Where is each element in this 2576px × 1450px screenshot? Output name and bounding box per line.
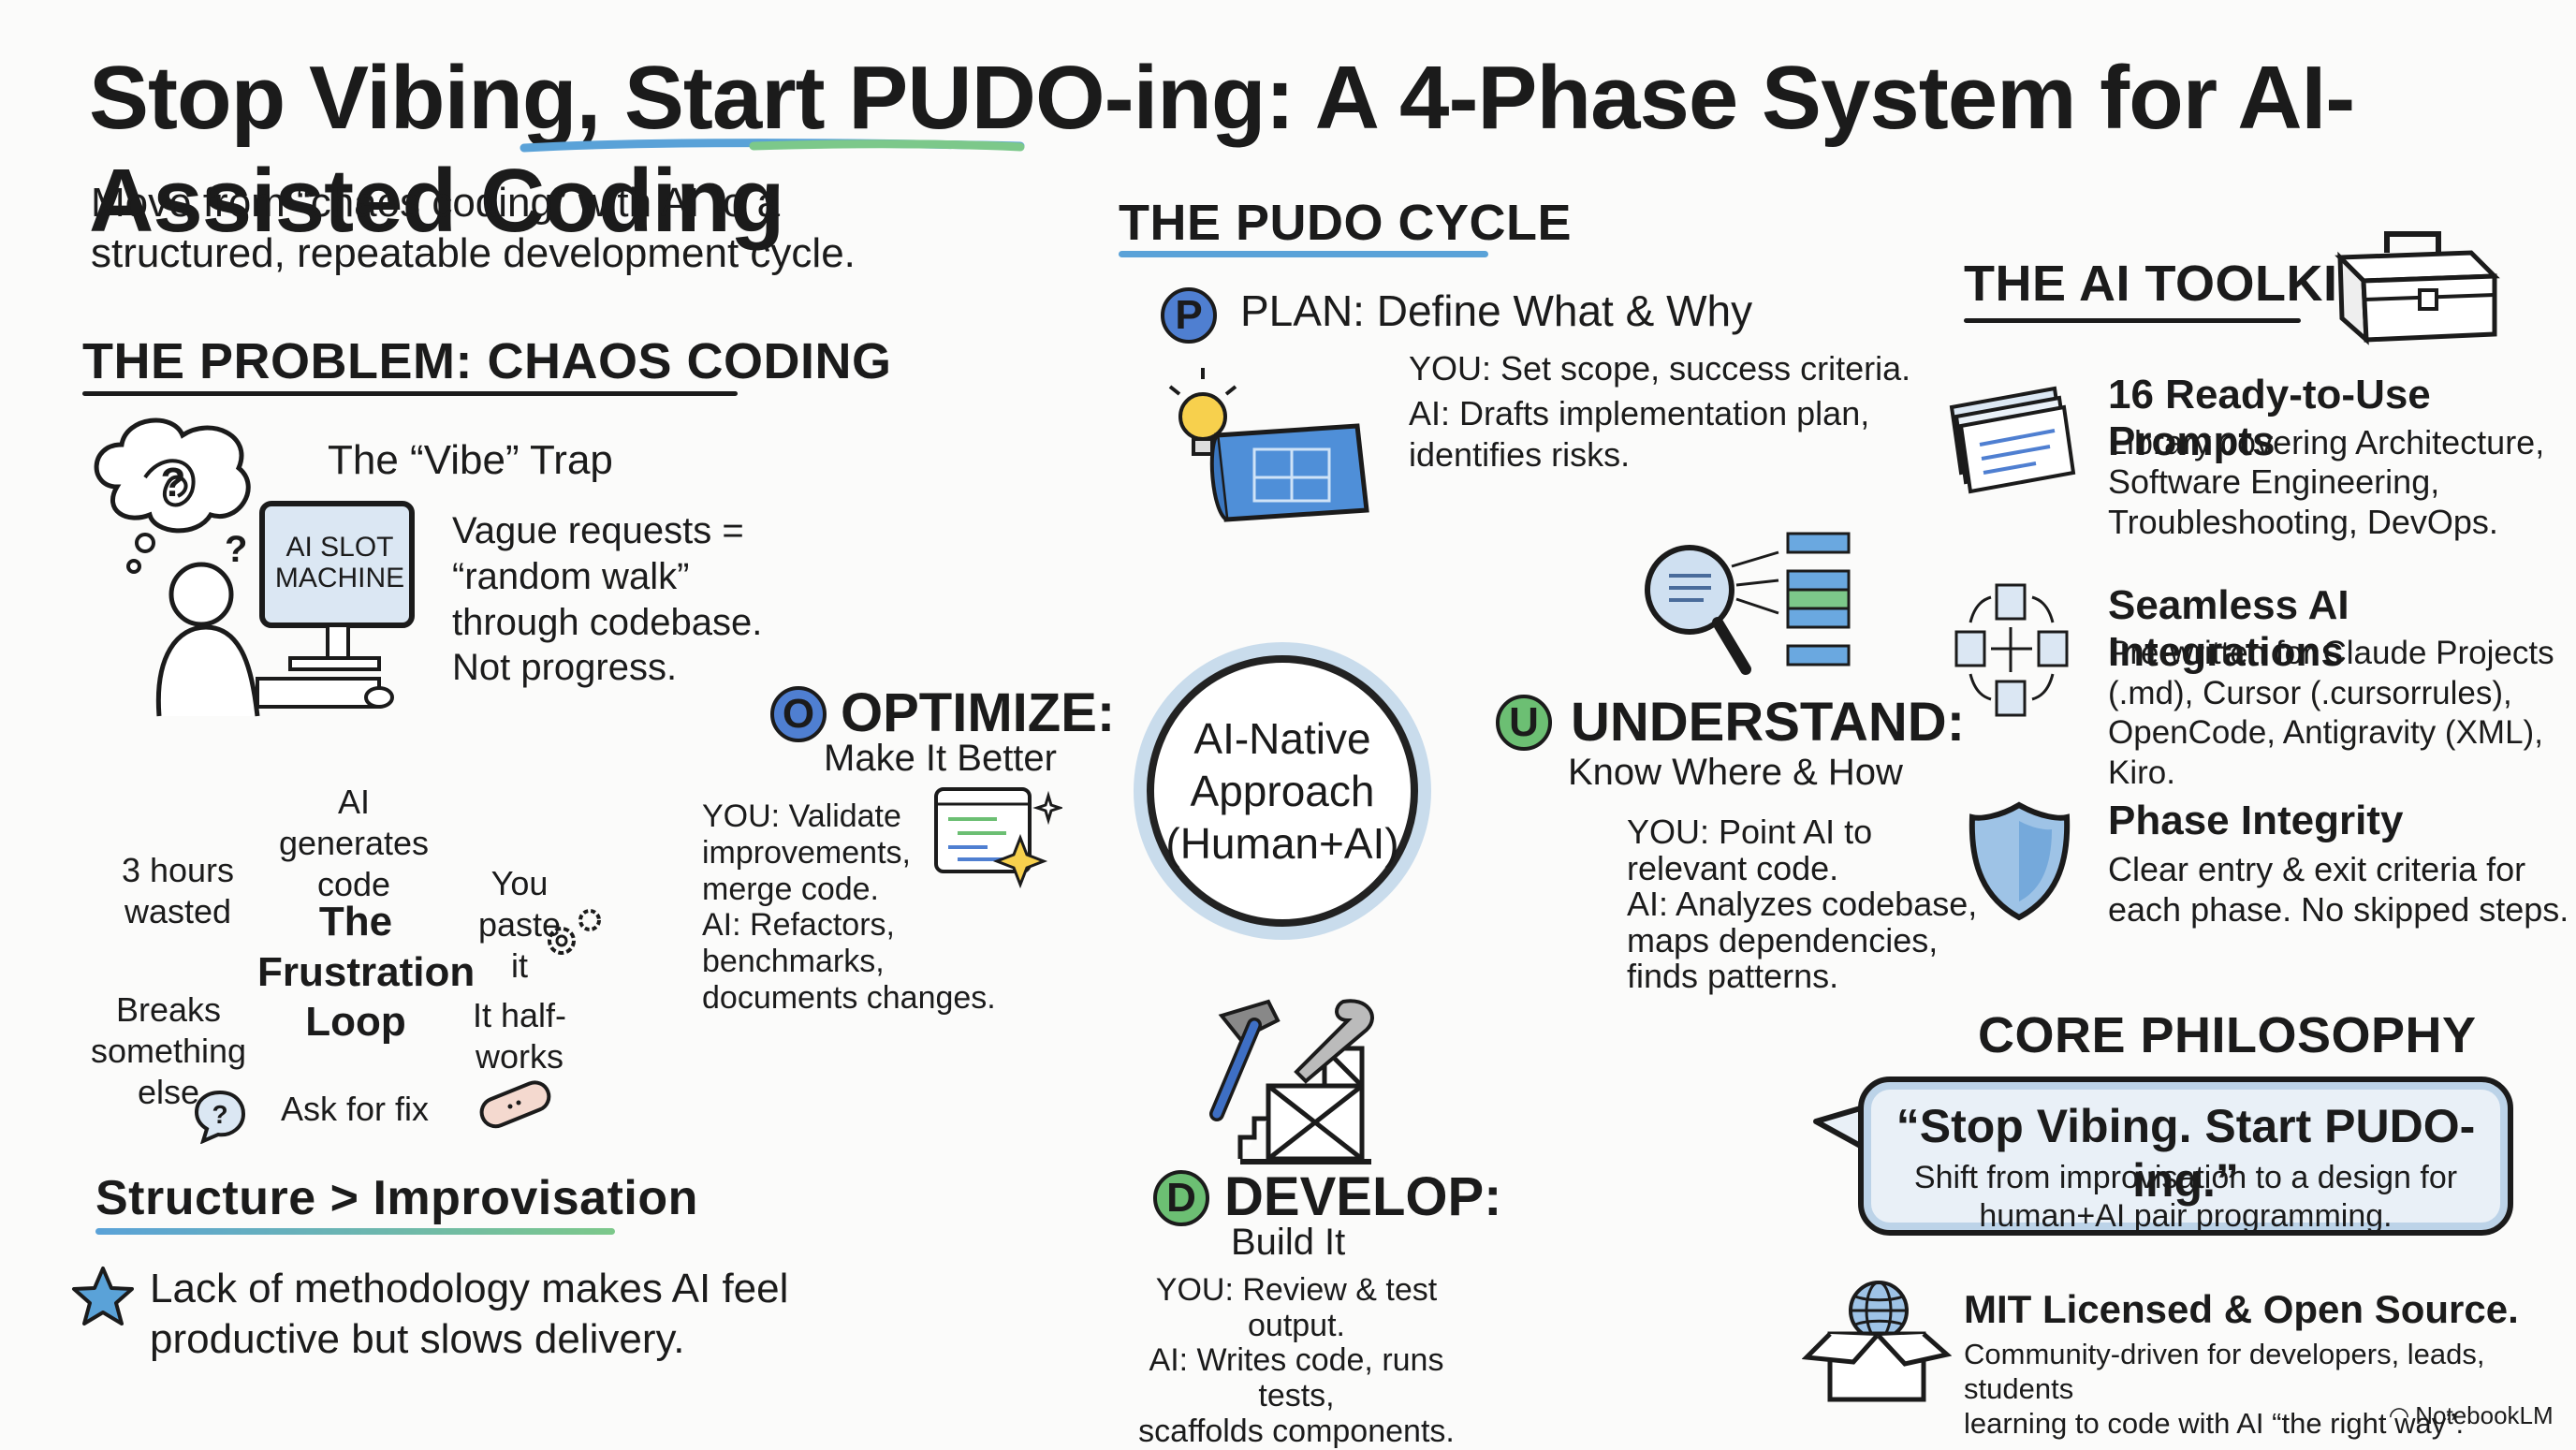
toolkit-prompts-text: Library covering Architecture, Software … — [2108, 423, 2545, 541]
bandage-icon — [479, 1080, 551, 1129]
optimize-subtitle: Make It Better — [824, 738, 1057, 779]
loop-step-ask-fix: Ask for fix — [281, 1090, 430, 1128]
toolkit-integrations-text: Pre-written for Claude Projects (.md), C… — [2108, 635, 2554, 792]
philosophy-quote: “Stop Vibing. Start PUDO-ing.” — [1895, 1100, 2476, 1207]
cycle-heading: THE PUDO CYCLE — [1119, 195, 1573, 251]
vibe-trap-text: Vague requests = “random walk” through c… — [452, 510, 763, 689]
problem-heading-underline — [82, 391, 738, 396]
license-text: Community-driven for developers, leads, … — [1964, 1338, 2485, 1441]
structure-heading-a: Structure — [95, 1171, 316, 1225]
sparkling-document-icon — [934, 787, 1062, 889]
optimize-title: OPTIMIZE: — [841, 682, 1116, 743]
toolbox-icon — [2334, 231, 2500, 345]
center-approach-label: AI-Native Approach (Human+AI) — [1165, 713, 1399, 869]
understand-badge: U — [1496, 695, 1552, 751]
page-title: Stop Vibing, Start PUDO-ing: A 4-Phase S… — [89, 48, 2355, 251]
gears-icon — [548, 909, 601, 955]
intro-text: Move from “chaos coding” with AI to a st… — [91, 180, 856, 276]
optimize-text: YOU: Validate improvements, merge code. … — [702, 798, 996, 1016]
title-highlight-underline — [520, 139, 1025, 153]
loop-step-breaks: Breaks something else — [90, 990, 247, 1111]
hammer-wrench-scaffold-icon — [1209, 999, 1374, 1164]
loop-step-wasted: 3 hours wasted — [121, 851, 235, 930]
toolkit-integrity-text: Clear entry & exit criteria for each pha… — [2108, 850, 2569, 930]
structure-heading-underline — [95, 1228, 615, 1235]
person-at-computer-icon: ? — [155, 501, 415, 717]
philosophy-quote-bubble: “Stop Vibing. Start PUDO-ing.” Shift fro… — [1858, 1077, 2513, 1236]
understand-subtitle: Know Where & How — [1568, 752, 1903, 793]
question-bubble-icon: ? — [194, 1090, 246, 1144]
philosophy-quote-text: Shift from improvisation to a design for… — [1913, 1160, 2458, 1234]
loop-step-half-works: It half- works — [472, 996, 567, 1076]
develop-badge: D — [1153, 1170, 1209, 1226]
integration-arrows-icon — [1954, 583, 2069, 717]
star-icon — [72, 1267, 134, 1326]
slot-machine-label: AI SLOT MACHINE — [274, 532, 405, 593]
problem-heading: THE PROBLEM: CHAOS CODING — [82, 332, 892, 390]
structure-heading-b: Improvisation — [373, 1171, 698, 1225]
problem-heading-main: CHAOS CODING — [487, 333, 892, 389]
svg-text:?: ? — [212, 1100, 227, 1129]
develop-subtitle: Build It — [1231, 1222, 1346, 1263]
loop-step-paste: You paste it — [477, 864, 562, 985]
vibe-trap-title: The “Vibe” Trap — [328, 437, 613, 483]
confused-thought-cloud-icon: ? — [94, 417, 251, 574]
notebooklm-logo-icon: ◠ — [2390, 1401, 2408, 1429]
notebooklm-credit-label: NotebookLM — [2415, 1401, 2554, 1429]
documents-icon — [1949, 386, 2076, 494]
plan-badge: P — [1161, 287, 1217, 344]
loop-step-generates: AI generates code — [278, 783, 430, 903]
structure-heading-op: > — [329, 1171, 359, 1225]
speech-bubble-tail — [1813, 1105, 1866, 1150]
shield-icon — [1969, 801, 2071, 921]
loop-title: The Frustration Loop — [257, 899, 476, 1046]
toolkit-heading-underline — [1964, 318, 2301, 323]
center-approach-circle: AI-Native Approach (Human+AI) — [1147, 655, 1418, 927]
cycle-heading-underline — [1119, 251, 1488, 257]
develop-title: DEVELOP: — [1224, 1166, 1502, 1227]
toolkit-prompts-title: 16 Ready-to-Use Prompts — [2108, 372, 2431, 464]
toolkit-integrations-title: Seamless AI Integrations — [2108, 582, 2349, 675]
toolkit-heading: THE AI TOOLKIT — [1964, 256, 2369, 312]
plan-you-text: YOU: Set scope, success criteria. — [1409, 349, 1911, 388]
magnifier-flowchart-icon — [1645, 532, 1851, 675]
understand-title: UNDERSTAND: — [1571, 692, 1966, 753]
structure-text: Lack of methodology makes AI feel produc… — [150, 1266, 789, 1362]
open-box-globe-icon — [1802, 1281, 1952, 1402]
notebooklm-credit: ◠ NotebookLM — [2390, 1401, 2554, 1430]
structure-heading: Structure > Improvisation — [95, 1170, 698, 1226]
problem-heading-prefix: THE PROBLEM: — [82, 333, 473, 389]
optimize-badge: O — [770, 686, 827, 742]
plan-ai-text: AI: Drafts implementation plan, identifi… — [1409, 394, 1870, 474]
understand-text: YOU: Point AI to relevant code. AI: Anal… — [1627, 813, 1978, 996]
philosophy-heading: CORE PHILOSOPHY — [1978, 1007, 2477, 1063]
svg-text:?: ? — [225, 529, 247, 570]
lightbulb-blueprint-icon — [1168, 368, 1369, 522]
license-title: MIT Licensed & Open Source. — [1964, 1287, 2519, 1331]
svg-text:?: ? — [161, 460, 186, 505]
develop-text: YOU: Review & test output. AI: Writes co… — [1138, 1272, 1455, 1449]
plan-title: PLAN: Define What & Why — [1240, 286, 1753, 335]
toolkit-integrity-title: Phase Integrity — [2108, 798, 2404, 843]
